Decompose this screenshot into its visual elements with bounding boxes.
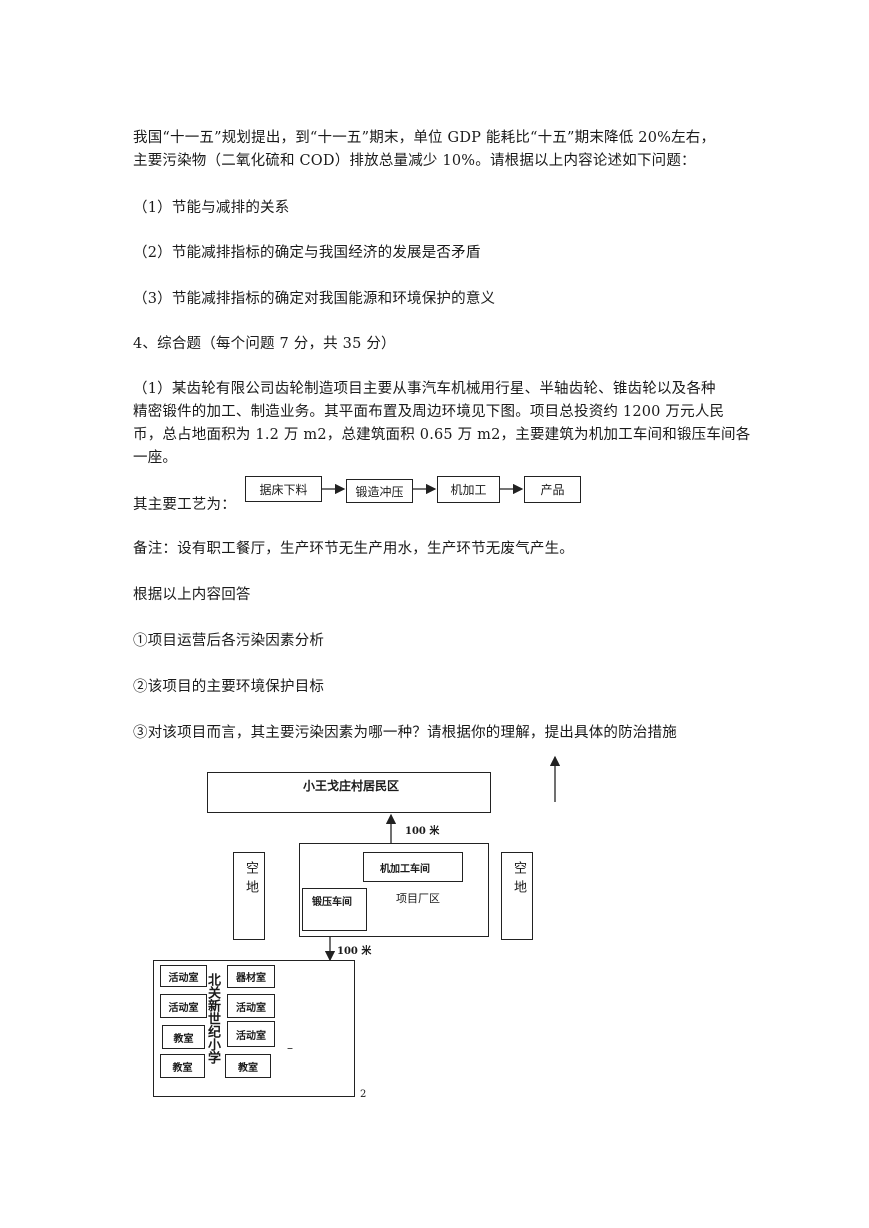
process-step-machining: 机加工 [437,476,500,503]
school-room: 活动室 [227,1021,275,1047]
distance-south-label: 100 米 [337,946,372,957]
village-label: 小王戈庄村居民区 [303,779,400,793]
village-area: 小王戈庄村居民区 [207,772,491,813]
school-name: 北关新世纪小学 [205,973,220,1064]
school-area: 活动室 活动室 教室 教室 北关新世纪小学 器材室 活动室 活动室 教室 – [153,960,355,1097]
case-line-3: 币，总占地面积为 1.2 万 m2，总建筑面积 0.65 万 m2，主要建筑为机… [133,427,751,443]
factory-area: 机加工车间 项目厂区 锻压车间 [299,843,489,937]
factory-label: 项目厂区 [396,892,440,905]
note: 备注：设有职工餐厅，生产环节无生产用水，生产环节无废气产生。 [133,541,574,557]
vacant-right-label: 空地 [511,861,526,899]
question-2: （2）节能减排指标的确定与我国经济的发展是否矛盾 [133,245,481,261]
forging-workshop-label: 锻压车间 [312,897,352,908]
case-line-1: （1）某齿轮有限公司齿轮制造项目主要从事汽车机械用行星、半轴齿轮、锥齿轮以及各种 [133,381,716,397]
vacant-land-left: 空地 [233,852,265,940]
sub-question-2: ②该项目的主要环境保护目标 [133,679,325,695]
page-mark: 2 [360,1089,367,1100]
school-room: 活动室 [227,994,275,1018]
distance-north-label: 100 米 [405,826,440,837]
process-step-product: 产品 [524,476,581,503]
forging-workshop: 锻压车间 [302,888,367,931]
question-3: （3）节能减排指标的确定对我国能源和环境保护的意义 [133,291,496,307]
machining-workshop-label: 机加工车间 [380,864,430,875]
machining-workshop: 机加工车间 [363,852,463,882]
section-heading: 4、综合题（每个问题 7 分，共 35 分） [133,336,396,352]
intro-line-2: 主要污染物（二氧化硫和 COD）排放总量减少 10%。请根据以上内容论述如下问题… [133,153,696,169]
process-step-cutting: 据床下料 [245,476,322,502]
case-line-2: 精密锻件的加工、制造业务。其平面布置及周边环境见下图。项目总投资约 1200 万… [133,404,725,420]
school-room: 教室 [162,1025,205,1049]
process-step-forging: 锻造冲压 [346,479,413,503]
vacant-left-label: 空地 [243,861,258,899]
school-room: 活动室 [160,994,207,1018]
question-1: （1）节能与减排的关系 [133,200,290,216]
vacant-land-right: 空地 [501,852,533,940]
school-room: 教室 [225,1054,271,1078]
sub-question-1: ①项目运营后各污染因素分析 [133,633,325,649]
intro-line-1: 我国“十一五”规划提出，到“十一五”期末，单位 GDP 能耗比“十五”期末降低 … [133,130,716,146]
answer-intro: 根据以上内容回答 [133,587,251,603]
case-line-4: 一座。 [133,450,178,466]
sub-question-3: ③对该项目而言，其主要污染因素为哪一种？请根据你的理解，提出具体的防治措施 [133,725,677,741]
school-room: 活动室 [160,965,207,987]
school-room: 器材室 [227,965,275,988]
process-label: 其主要工艺为： [133,497,236,513]
school-room: 教室 [160,1054,205,1078]
dash-mark: – [287,1041,293,1055]
